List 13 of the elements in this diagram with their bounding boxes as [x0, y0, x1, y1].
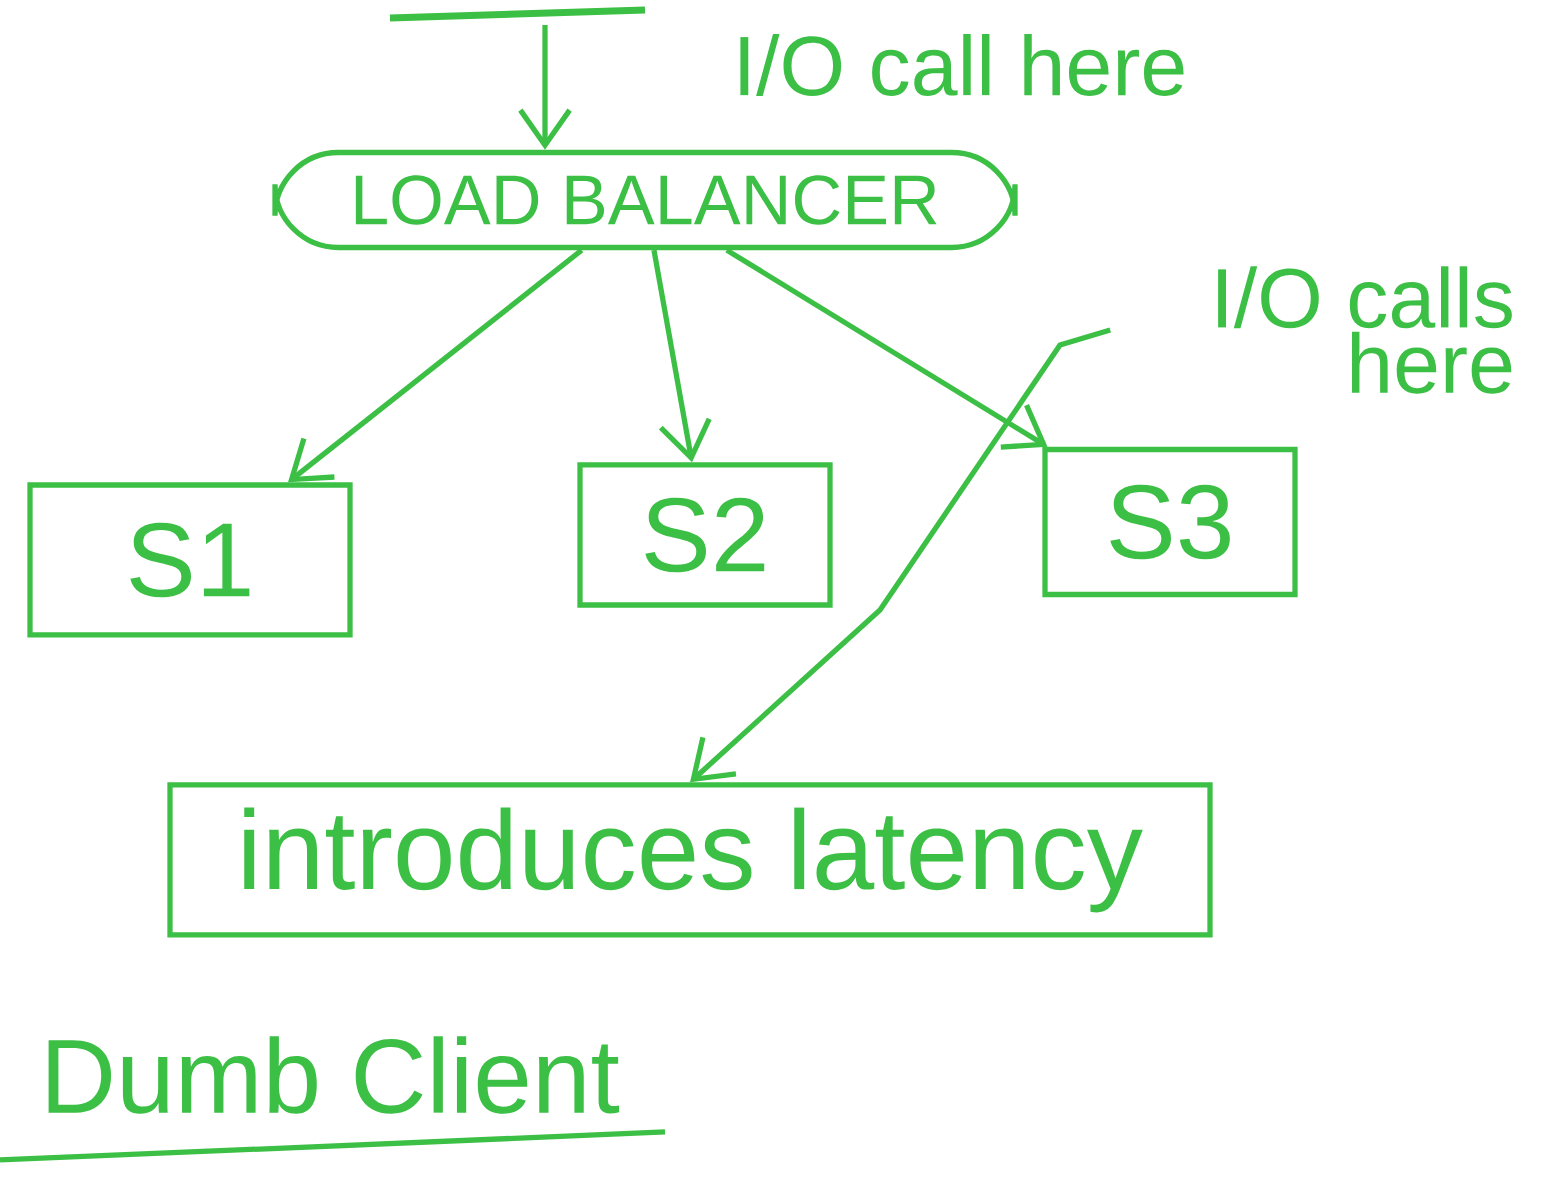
server-box: S1: [27, 482, 353, 638]
rounded-box: LOAD BALANCER: [272, 149, 1018, 251]
server-box: S3: [1042, 446, 1298, 598]
arrow: [518, 25, 572, 150]
arrow: [288, 248, 584, 483]
note-text: Dumb Client: [48, 1036, 620, 1114]
note-text: I/O calls here: [1218, 266, 1512, 394]
note-text: I/O call here: [740, 34, 1184, 96]
note-box: introduces latency: [167, 782, 1213, 938]
server-box: S2: [577, 462, 833, 608]
arrow: [725, 247, 1048, 450]
arrow: [690, 327, 1111, 783]
arrow: [651, 249, 712, 463]
